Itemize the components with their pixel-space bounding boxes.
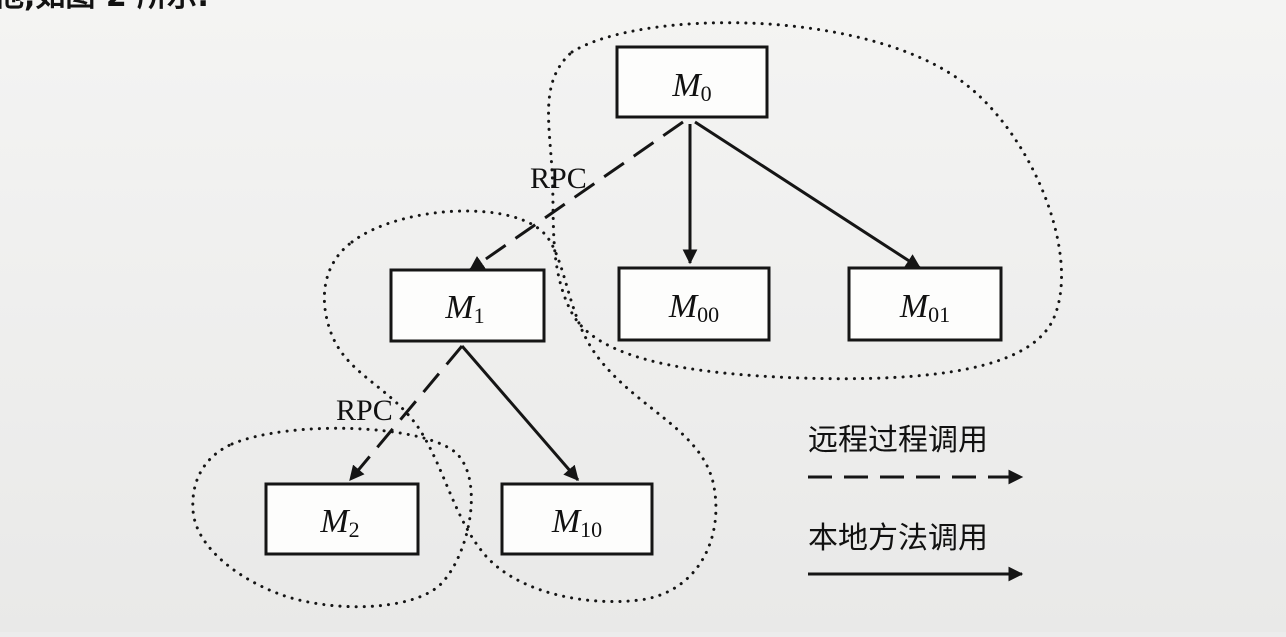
node-m10: M10 [500,482,654,556]
legend-remote-label: 远程过程调用 [808,423,988,458]
edge-label-m0-m1: RPC [530,162,587,195]
node-m1: M1 [389,268,546,343]
node-m0: M0 [615,45,769,119]
legend: 远程过程调用 本地方法调用 [808,423,1024,582]
edge-m1-m10 [460,345,580,481]
edge-m1-m2 [348,345,464,481]
edge-m0-m01 [694,120,922,270]
svg-text:M01: M01 [899,288,950,327]
svg-text:M00: M00 [668,288,719,327]
svg-text:M1: M1 [444,289,484,328]
node-m2: M2 [264,482,420,556]
legend-local-label: 本地方法调用 [808,521,988,556]
svg-text:M10: M10 [551,503,602,542]
node-m00: M00 [617,266,771,342]
svg-text:M0: M0 [671,67,711,106]
group-outline-m0 [547,21,1064,381]
edge-label-m1-m2: RPC [336,394,393,427]
svg-text:M2: M2 [319,503,359,542]
edge-m0-m1 [468,120,684,272]
header-fragment: 他,如图 2 所示: [0,0,209,14]
node-m01: M01 [847,266,1003,342]
